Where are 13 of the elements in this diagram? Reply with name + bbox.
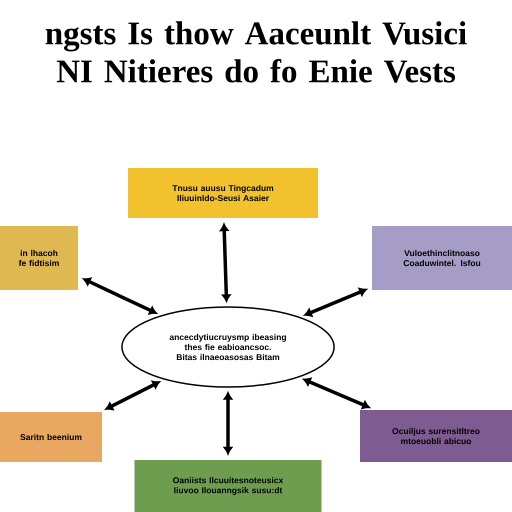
arrow: [303, 378, 370, 410]
topic-box: Tnusu auusu Tingcadum Iliuuinldo-Seusi Asaier: [128, 168, 318, 218]
arrow: [304, 288, 367, 317]
topic-box: Vuloethinclitnoaso Coaduwintel. Isfou: [372, 226, 512, 290]
arrow: [105, 380, 160, 410]
arrow: [220, 224, 231, 302]
title: ngsts Is thow Aaceunlt Vusici NI Nitieres do fo Enie Vests: [46, 21, 467, 83]
arrow: [83, 278, 157, 315]
topic-box: Saritn beenium: [0, 412, 102, 462]
topic-box: Ocuiljus surensitltreo mtoeuobli abicuo: [360, 410, 512, 462]
topic-box: Oaniists Ilcuuitesnoteusicx Iiuvoo Ilouanngsik susu:dt: [134, 460, 322, 512]
topic-box: in lhacoh fe fidtisim: [0, 226, 78, 290]
arrow: [224, 392, 232, 454]
